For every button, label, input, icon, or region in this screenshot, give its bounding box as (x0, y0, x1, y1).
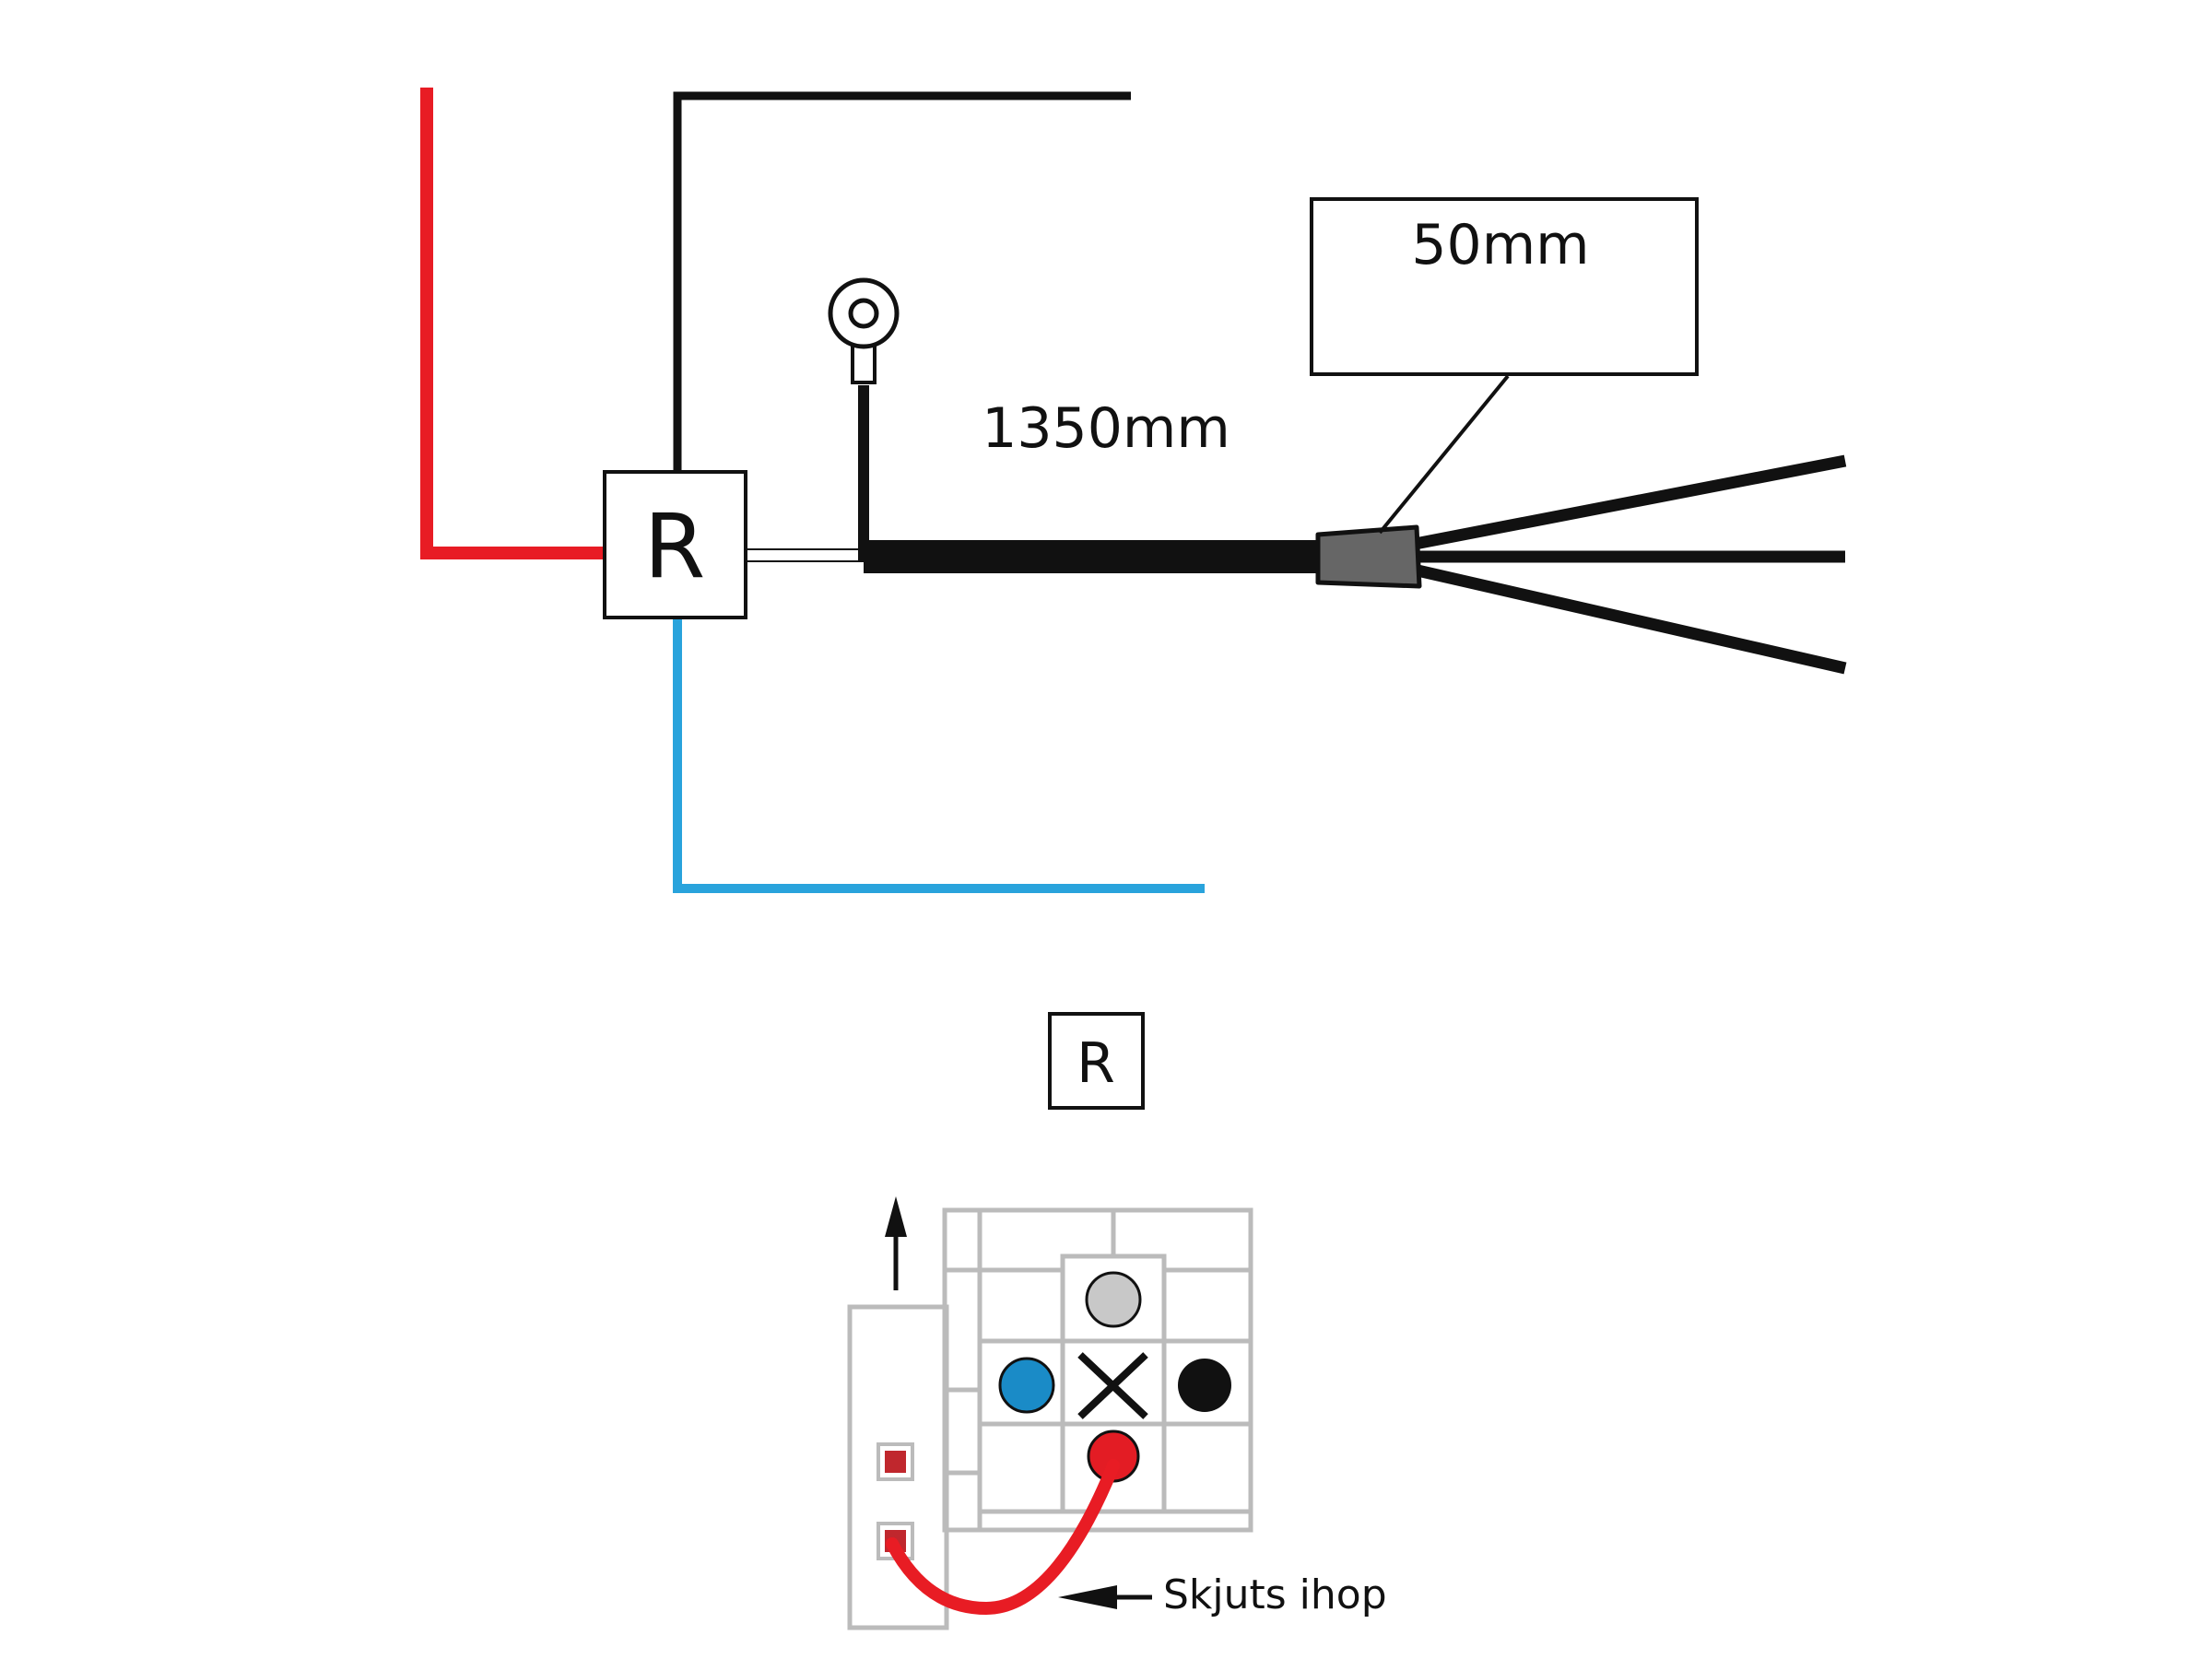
boot-length-box (1310, 197, 1699, 376)
relay-label: R (644, 495, 706, 598)
fan-out-wires (1404, 454, 1847, 675)
arrow-up-icon (885, 1196, 907, 1290)
side-terminal-top (877, 1442, 914, 1481)
blue-wire (673, 619, 1205, 893)
detail-relay-label: R (1077, 1031, 1115, 1096)
cable-length-label: 1350mm (982, 396, 1230, 461)
x-mark-icon (1077, 1352, 1148, 1419)
wiring-harness: 50mm 1350mm R (420, 88, 1847, 893)
pin-black (1178, 1359, 1231, 1412)
arrow-left-icon (1058, 1585, 1152, 1609)
relay-box (603, 470, 747, 619)
connector-detail: R (847, 1012, 1387, 1630)
red-jumper-wire (886, 1459, 1120, 1616)
ring-terminal-icon (828, 277, 900, 384)
red-wire (420, 88, 606, 559)
detail-relay-box (1048, 1012, 1145, 1110)
push-together-label: Skjuts ihop (1163, 1571, 1387, 1618)
relay-lead (746, 548, 867, 562)
cable-boot (1315, 524, 1422, 589)
black-wire-top (673, 91, 1131, 472)
pin-grey (1085, 1271, 1142, 1328)
main-cable (864, 540, 1324, 573)
connector-side-housing (847, 1304, 949, 1630)
boot-leader-line (1378, 374, 1510, 535)
pin-blue (998, 1357, 1055, 1414)
boot-length-label: 50mm (1411, 213, 1589, 277)
